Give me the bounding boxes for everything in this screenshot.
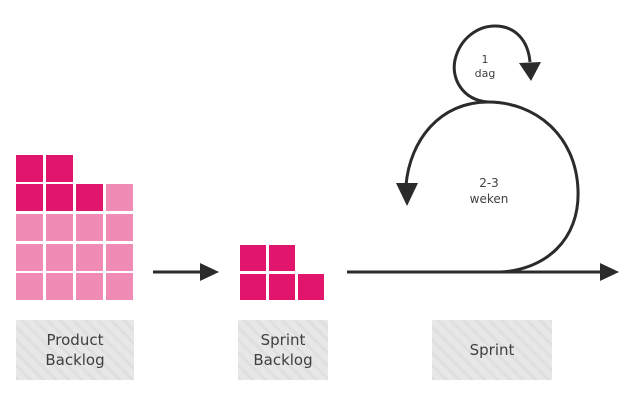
product-backlog-block bbox=[76, 214, 103, 241]
product-backlog-label: Product Backlog bbox=[16, 320, 134, 380]
sprint-backlog-block bbox=[269, 245, 295, 271]
sprint-timeline-arrowhead bbox=[600, 263, 619, 281]
sprint-backlog-block bbox=[269, 274, 295, 300]
daily-loop-label-line1: 1 bbox=[481, 53, 489, 66]
daily-cycle-arrowhead bbox=[519, 62, 541, 81]
product-backlog-block bbox=[106, 184, 133, 211]
sprint-backlog-blocks bbox=[240, 245, 324, 300]
sprint-backlog-label: Sprint Backlog bbox=[238, 320, 328, 380]
product-backlog-label-line2: Backlog bbox=[45, 351, 105, 369]
sprint-backlog-label-line1: Sprint bbox=[260, 331, 306, 349]
product-backlog-block bbox=[106, 273, 133, 300]
product-backlog-block bbox=[16, 244, 43, 271]
sprint-backlog-block bbox=[240, 274, 266, 300]
product-backlog-block bbox=[16, 214, 43, 241]
sprint-backlog-block bbox=[298, 274, 324, 300]
daily-cycle-loop bbox=[452, 24, 532, 104]
daily-loop-label-line2: dag bbox=[474, 67, 496, 80]
product-backlog-block bbox=[16, 184, 43, 211]
product-backlog-label-line1: Product bbox=[46, 331, 104, 349]
product-backlog-block bbox=[16, 273, 43, 300]
product-backlog-block bbox=[46, 273, 73, 300]
sprint-cycle-arrowhead bbox=[396, 183, 418, 206]
product-backlog-blocks bbox=[16, 155, 133, 300]
sprint-cycle-loop bbox=[404, 100, 580, 274]
product-backlog-block bbox=[46, 214, 73, 241]
product-backlog-block bbox=[106, 244, 133, 271]
product-backlog-block bbox=[46, 155, 73, 182]
product-backlog-block bbox=[16, 155, 43, 182]
product-backlog-block bbox=[76, 273, 103, 300]
daily-loop-label: 1 dag bbox=[470, 53, 500, 81]
product-backlog-block bbox=[76, 244, 103, 271]
sprint-label-text: Sprint bbox=[469, 341, 515, 359]
sprint-label: Sprint bbox=[432, 320, 552, 380]
product-backlog-block bbox=[76, 184, 103, 211]
product-backlog-block bbox=[46, 244, 73, 271]
sprint-loop-label-line1: 2-3 bbox=[479, 176, 499, 190]
product-backlog-block bbox=[46, 184, 73, 211]
arrow-to-sprint-backlog-head bbox=[200, 263, 219, 281]
sprint-loop-label-line2: weken bbox=[469, 192, 509, 206]
sprint-backlog-block bbox=[240, 245, 266, 271]
sprint-loop-label: 2-3 weken bbox=[459, 175, 519, 207]
sprint-backlog-label-line2: Backlog bbox=[253, 351, 313, 369]
product-backlog-block bbox=[106, 214, 133, 241]
